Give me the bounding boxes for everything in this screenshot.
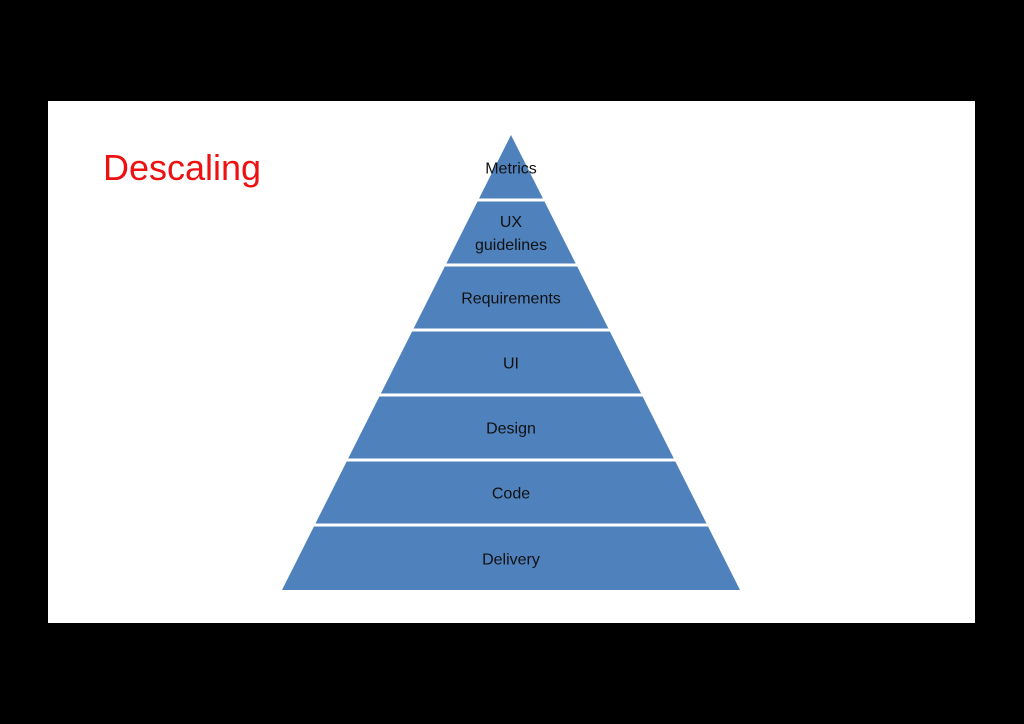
pyramid-level-label-line: Metrics xyxy=(485,161,537,178)
pyramid-level-label: Requirements xyxy=(461,291,561,308)
pyramid-level-5 xyxy=(348,396,674,459)
pyramid-level-label-line: Delivery xyxy=(482,551,540,568)
pyramid-level-label: Code xyxy=(492,486,530,503)
pyramid-level-label-line: guidelines xyxy=(475,237,547,254)
pyramid-level-4 xyxy=(380,331,642,394)
pyramid-level-label: Design xyxy=(486,421,536,438)
pyramid-level-6 xyxy=(315,461,707,524)
pyramid-level-label: Metrics xyxy=(485,161,537,178)
pyramid-level-label: UI xyxy=(503,356,519,373)
pyramid-level-7 xyxy=(282,526,740,590)
pyramid-level-label: Delivery xyxy=(482,551,540,568)
pyramid-level-label-line: UI xyxy=(503,356,519,373)
pyramid-level-label-line: UX xyxy=(500,214,523,231)
pyramid-level-label-line: Design xyxy=(486,421,536,438)
pyramid-level-1 xyxy=(479,135,543,199)
pyramid-level-label: UX guidelines xyxy=(475,214,547,254)
pyramid-level-label-line: Code xyxy=(492,486,530,503)
pyramid-level-2 xyxy=(446,201,576,264)
pyramid-level-label-line: Requirements xyxy=(461,291,561,308)
slide-title: Descaling xyxy=(103,147,262,188)
pyramid-level-3 xyxy=(413,266,609,329)
